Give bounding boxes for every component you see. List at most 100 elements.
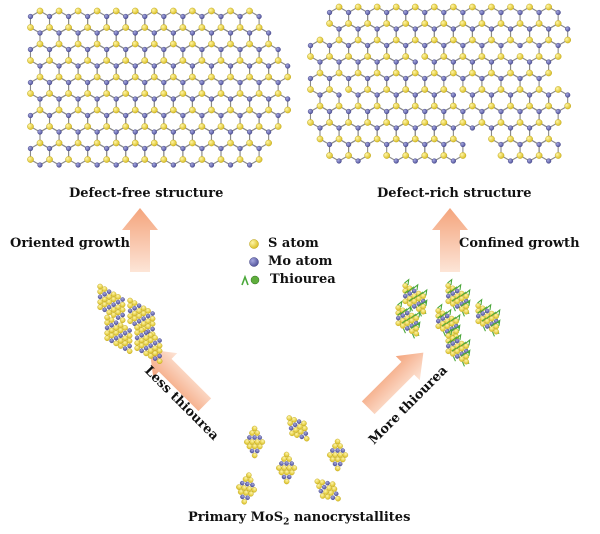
mo-atom (393, 125, 399, 131)
nanocrystal-clusters (97, 278, 501, 505)
s-atom (227, 7, 234, 15)
mo-atom (336, 92, 342, 98)
nanocrystal (276, 451, 298, 485)
s-atom (345, 119, 352, 126)
defect-rich-lattice (307, 3, 571, 164)
mo-atom (460, 42, 466, 49)
legend-mo-atom-label: Mo atom (268, 254, 333, 269)
mo-atom (317, 92, 323, 98)
s-atom (198, 57, 206, 64)
s-atom (497, 53, 505, 60)
mo-atom (422, 141, 428, 148)
s-atom (179, 24, 187, 31)
mo-atom (85, 13, 91, 20)
mo-atom (27, 46, 34, 53)
nanocrystal (286, 415, 310, 442)
s-atom (217, 57, 225, 64)
mo-atom (326, 75, 333, 82)
mo-atom (170, 30, 176, 36)
s-atom (112, 73, 120, 81)
mo-atom (507, 92, 514, 98)
nanocrystal (475, 298, 501, 337)
s-atom (507, 3, 514, 11)
atoms (307, 3, 571, 164)
s-atom (507, 102, 514, 110)
mo-atom (431, 59, 437, 65)
s-atom (189, 40, 196, 48)
mo-atom (75, 162, 81, 168)
s-atom (217, 156, 225, 163)
s-atom (46, 123, 53, 130)
s-atom (402, 119, 410, 126)
s-atom (497, 86, 505, 93)
s-atom (469, 3, 476, 11)
mo-atom (469, 26, 476, 32)
mo-atom (307, 108, 314, 115)
s-atom (488, 69, 495, 77)
mo-atom (113, 96, 119, 102)
s-atom (459, 152, 467, 159)
s-atom-icon (249, 238, 259, 249)
s-atom (198, 90, 206, 97)
s-atom (27, 123, 34, 130)
mo-atom (326, 9, 333, 16)
s-atom (421, 86, 429, 93)
mo-atom (384, 141, 390, 148)
s-atom (103, 90, 110, 97)
mo-atom (441, 75, 447, 82)
s-atom (103, 123, 110, 130)
s-atom (431, 102, 438, 110)
s-atom (246, 106, 253, 114)
nanocrystal (435, 303, 461, 342)
mo-atom (450, 59, 456, 65)
s-atom (526, 69, 533, 77)
legend-s-atom-label: S atom (268, 236, 319, 251)
s-atom (179, 57, 187, 64)
mo-atom (393, 59, 399, 65)
s-atom (151, 7, 158, 15)
s-atom (478, 53, 486, 60)
mo-atom (384, 42, 390, 49)
mo-atom (450, 125, 456, 131)
s-atom (307, 86, 314, 93)
s-atom (345, 53, 352, 60)
s-atom (236, 24, 244, 31)
s-atom (516, 20, 524, 27)
s-atom (265, 73, 272, 81)
confined-growth-label: Confined growth (459, 236, 580, 251)
s-atom (316, 69, 324, 77)
mo-atom (384, 108, 390, 115)
s-atom (208, 106, 215, 114)
s-atom (488, 135, 495, 143)
s-atom (411, 69, 419, 77)
s-atom (450, 102, 457, 110)
mo-atom (46, 79, 53, 86)
s-atom (354, 69, 362, 77)
mo-atom (218, 112, 224, 119)
s-atom (545, 3, 552, 11)
s-atom (131, 106, 139, 114)
mo-atom (403, 42, 409, 49)
s-atom (335, 102, 343, 110)
s-atom (179, 90, 187, 97)
mo-atom (227, 30, 234, 36)
s-atom (160, 90, 168, 97)
nanocrystal (244, 425, 266, 459)
s-atom (411, 3, 419, 11)
mo-atom (536, 108, 542, 115)
mo-atom (546, 26, 552, 32)
mo-atom (565, 26, 571, 32)
mo-atom (498, 42, 504, 49)
s-atom (141, 156, 149, 163)
mo-atom (285, 63, 291, 69)
s-atom (274, 123, 282, 130)
s-atom (284, 106, 291, 114)
s-atom (74, 106, 82, 114)
nanocrystal (314, 478, 341, 502)
mo-atom (422, 9, 428, 16)
s-atom (131, 73, 139, 81)
mo-atom (507, 26, 514, 32)
mo-atom (412, 158, 418, 164)
mo-atom (393, 92, 399, 98)
mo-atom (113, 129, 119, 135)
